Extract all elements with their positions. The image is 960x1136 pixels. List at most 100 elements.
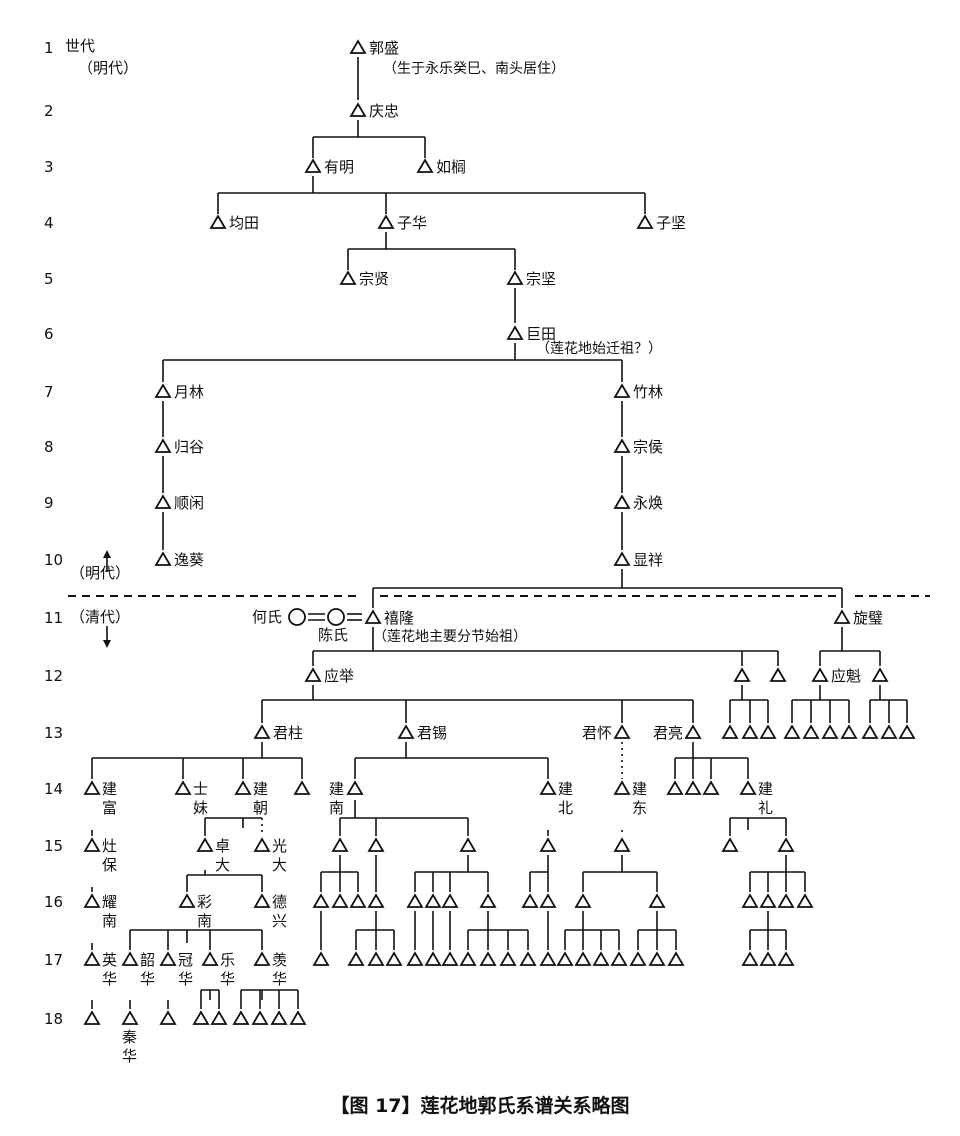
generation-number-2: 2 <box>44 102 54 120</box>
person-name-yinghua: 英华 <box>102 951 117 988</box>
generation-number-11: 11 <box>44 609 63 627</box>
figure-caption: 【图 17】莲花地郭氏系谱关系略图 <box>330 1094 629 1117</box>
person-name-yingju: 应举 <box>324 667 354 685</box>
qilong-note: （莲花地主要分节始祖） <box>373 629 527 645</box>
male-person-symbol <box>441 893 459 908</box>
person-shimei-symbol <box>174 780 192 795</box>
male-person-symbol <box>871 667 889 682</box>
person-rugang-symbol <box>416 158 434 173</box>
male-person-symbol <box>721 724 739 739</box>
person-name-juntian: 均田 <box>229 214 259 232</box>
generation-number-17: 17 <box>44 951 63 969</box>
person-name-zonghou: 宗侯 <box>633 438 663 456</box>
male-person-symbol <box>613 837 631 852</box>
person-shunxian-symbol <box>154 494 172 509</box>
male-person-symbol <box>821 724 839 739</box>
male-person-symbol <box>629 951 647 966</box>
male-person-symbol <box>769 667 787 682</box>
person-jianli-symbol <box>739 780 757 795</box>
male-person-symbol <box>192 1010 210 1025</box>
person-name-zaobao: 灶保 <box>102 837 117 874</box>
male-person-symbol <box>479 951 497 966</box>
male-person-symbol <box>684 780 702 795</box>
person-name-yikui: 逸葵 <box>174 551 204 569</box>
person-name-zihua: 子华 <box>397 214 427 232</box>
person-name-zijian: 子坚 <box>656 214 686 232</box>
generation-number-15: 15 <box>44 837 63 855</box>
person-name-jianbei: 建北 <box>558 780 573 817</box>
person-qingzhong-symbol <box>349 102 367 117</box>
person-junzhu-symbol <box>253 724 271 739</box>
person-name-rugang: 如榈 <box>436 158 466 176</box>
male-person-symbol <box>741 724 759 739</box>
male-person-symbol <box>331 837 349 852</box>
spouse-chen-symbol <box>327 608 345 626</box>
person-name-cainan: 彩南 <box>197 893 212 930</box>
male-person-symbol <box>406 893 424 908</box>
era-qing-label: （清代） <box>70 608 130 626</box>
generation-number-8: 8 <box>44 438 54 456</box>
male-person-symbol <box>783 724 801 739</box>
male-person-symbol <box>880 724 898 739</box>
person-zongxian-symbol <box>339 270 357 285</box>
generation-number-14: 14 <box>44 780 63 798</box>
person-zhulin-symbol <box>613 383 631 398</box>
person-name-jianchao: 建朝 <box>253 780 268 817</box>
person-name-guangda: 光大 <box>272 837 287 874</box>
person-name-lehua: 乐华 <box>220 951 235 988</box>
person-zonghou-symbol <box>613 438 631 453</box>
person-name-guigu: 归谷 <box>174 438 204 456</box>
person-jianfu-symbol <box>83 780 101 795</box>
person-youming-symbol <box>304 158 322 173</box>
person-name-xianxiang: 显祥 <box>633 551 663 569</box>
birth-note: （生于永乐癸巳、南头居住） <box>383 61 565 77</box>
person-name-dexing: 德兴 <box>272 893 287 930</box>
person-yinghua-symbol <box>83 951 101 966</box>
person-jianbei-symbol <box>539 780 557 795</box>
male-person-symbol <box>367 837 385 852</box>
person-name-guanhua: 冠华 <box>178 951 193 988</box>
male-person-symbol <box>741 951 759 966</box>
generation-number-18: 18 <box>44 1010 63 1028</box>
person-name-youming: 有明 <box>324 158 354 176</box>
person-zijian-symbol <box>636 214 654 229</box>
person-yingkui-symbol <box>811 667 829 682</box>
generation-number-9: 9 <box>44 494 54 512</box>
male-person-symbol <box>347 951 365 966</box>
person-name-junzhu: 君柱 <box>273 724 303 742</box>
person-name-jutian: 巨田 <box>526 325 556 343</box>
male-person-symbol <box>796 893 814 908</box>
arrow-down-icon <box>103 640 111 648</box>
male-person-symbol <box>539 837 557 852</box>
person-zaobao-symbol <box>83 837 101 852</box>
spouse-he-symbol <box>288 608 306 626</box>
generation-number-4: 4 <box>44 214 54 232</box>
male-person-symbol <box>232 1010 250 1025</box>
person-name-shimei: 士妹 <box>193 780 208 817</box>
generation-number-12: 12 <box>44 667 63 685</box>
person-yikui-symbol <box>154 551 172 566</box>
person-name-xuanbi: 旋璧 <box>853 609 883 627</box>
person-name-jianli: 建礼 <box>758 780 773 817</box>
connector-lines <box>68 57 930 1009</box>
person-xianxiang-symbol <box>613 551 631 566</box>
person-yonghuan-symbol <box>613 494 631 509</box>
male-person-symbol <box>424 893 442 908</box>
male-person-symbol <box>648 893 666 908</box>
male-person-symbol <box>519 951 537 966</box>
male-person-symbol <box>406 951 424 966</box>
era-ming-label: （明代） <box>78 59 138 77</box>
male-person-symbol <box>424 951 442 966</box>
generation-number-3: 3 <box>44 158 54 176</box>
male-person-symbol <box>666 780 684 795</box>
person-name-zhulin: 竹林 <box>633 383 663 401</box>
male-person-symbol <box>367 951 385 966</box>
male-person-symbol <box>521 893 539 908</box>
person-name-yaonan: 耀南 <box>102 893 117 930</box>
generation-header-label: 世代 <box>65 37 95 55</box>
generation-number-16: 16 <box>44 893 63 911</box>
male-person-symbol <box>777 951 795 966</box>
male-person-symbol <box>702 780 720 795</box>
person-junhuai-symbol <box>613 724 631 739</box>
